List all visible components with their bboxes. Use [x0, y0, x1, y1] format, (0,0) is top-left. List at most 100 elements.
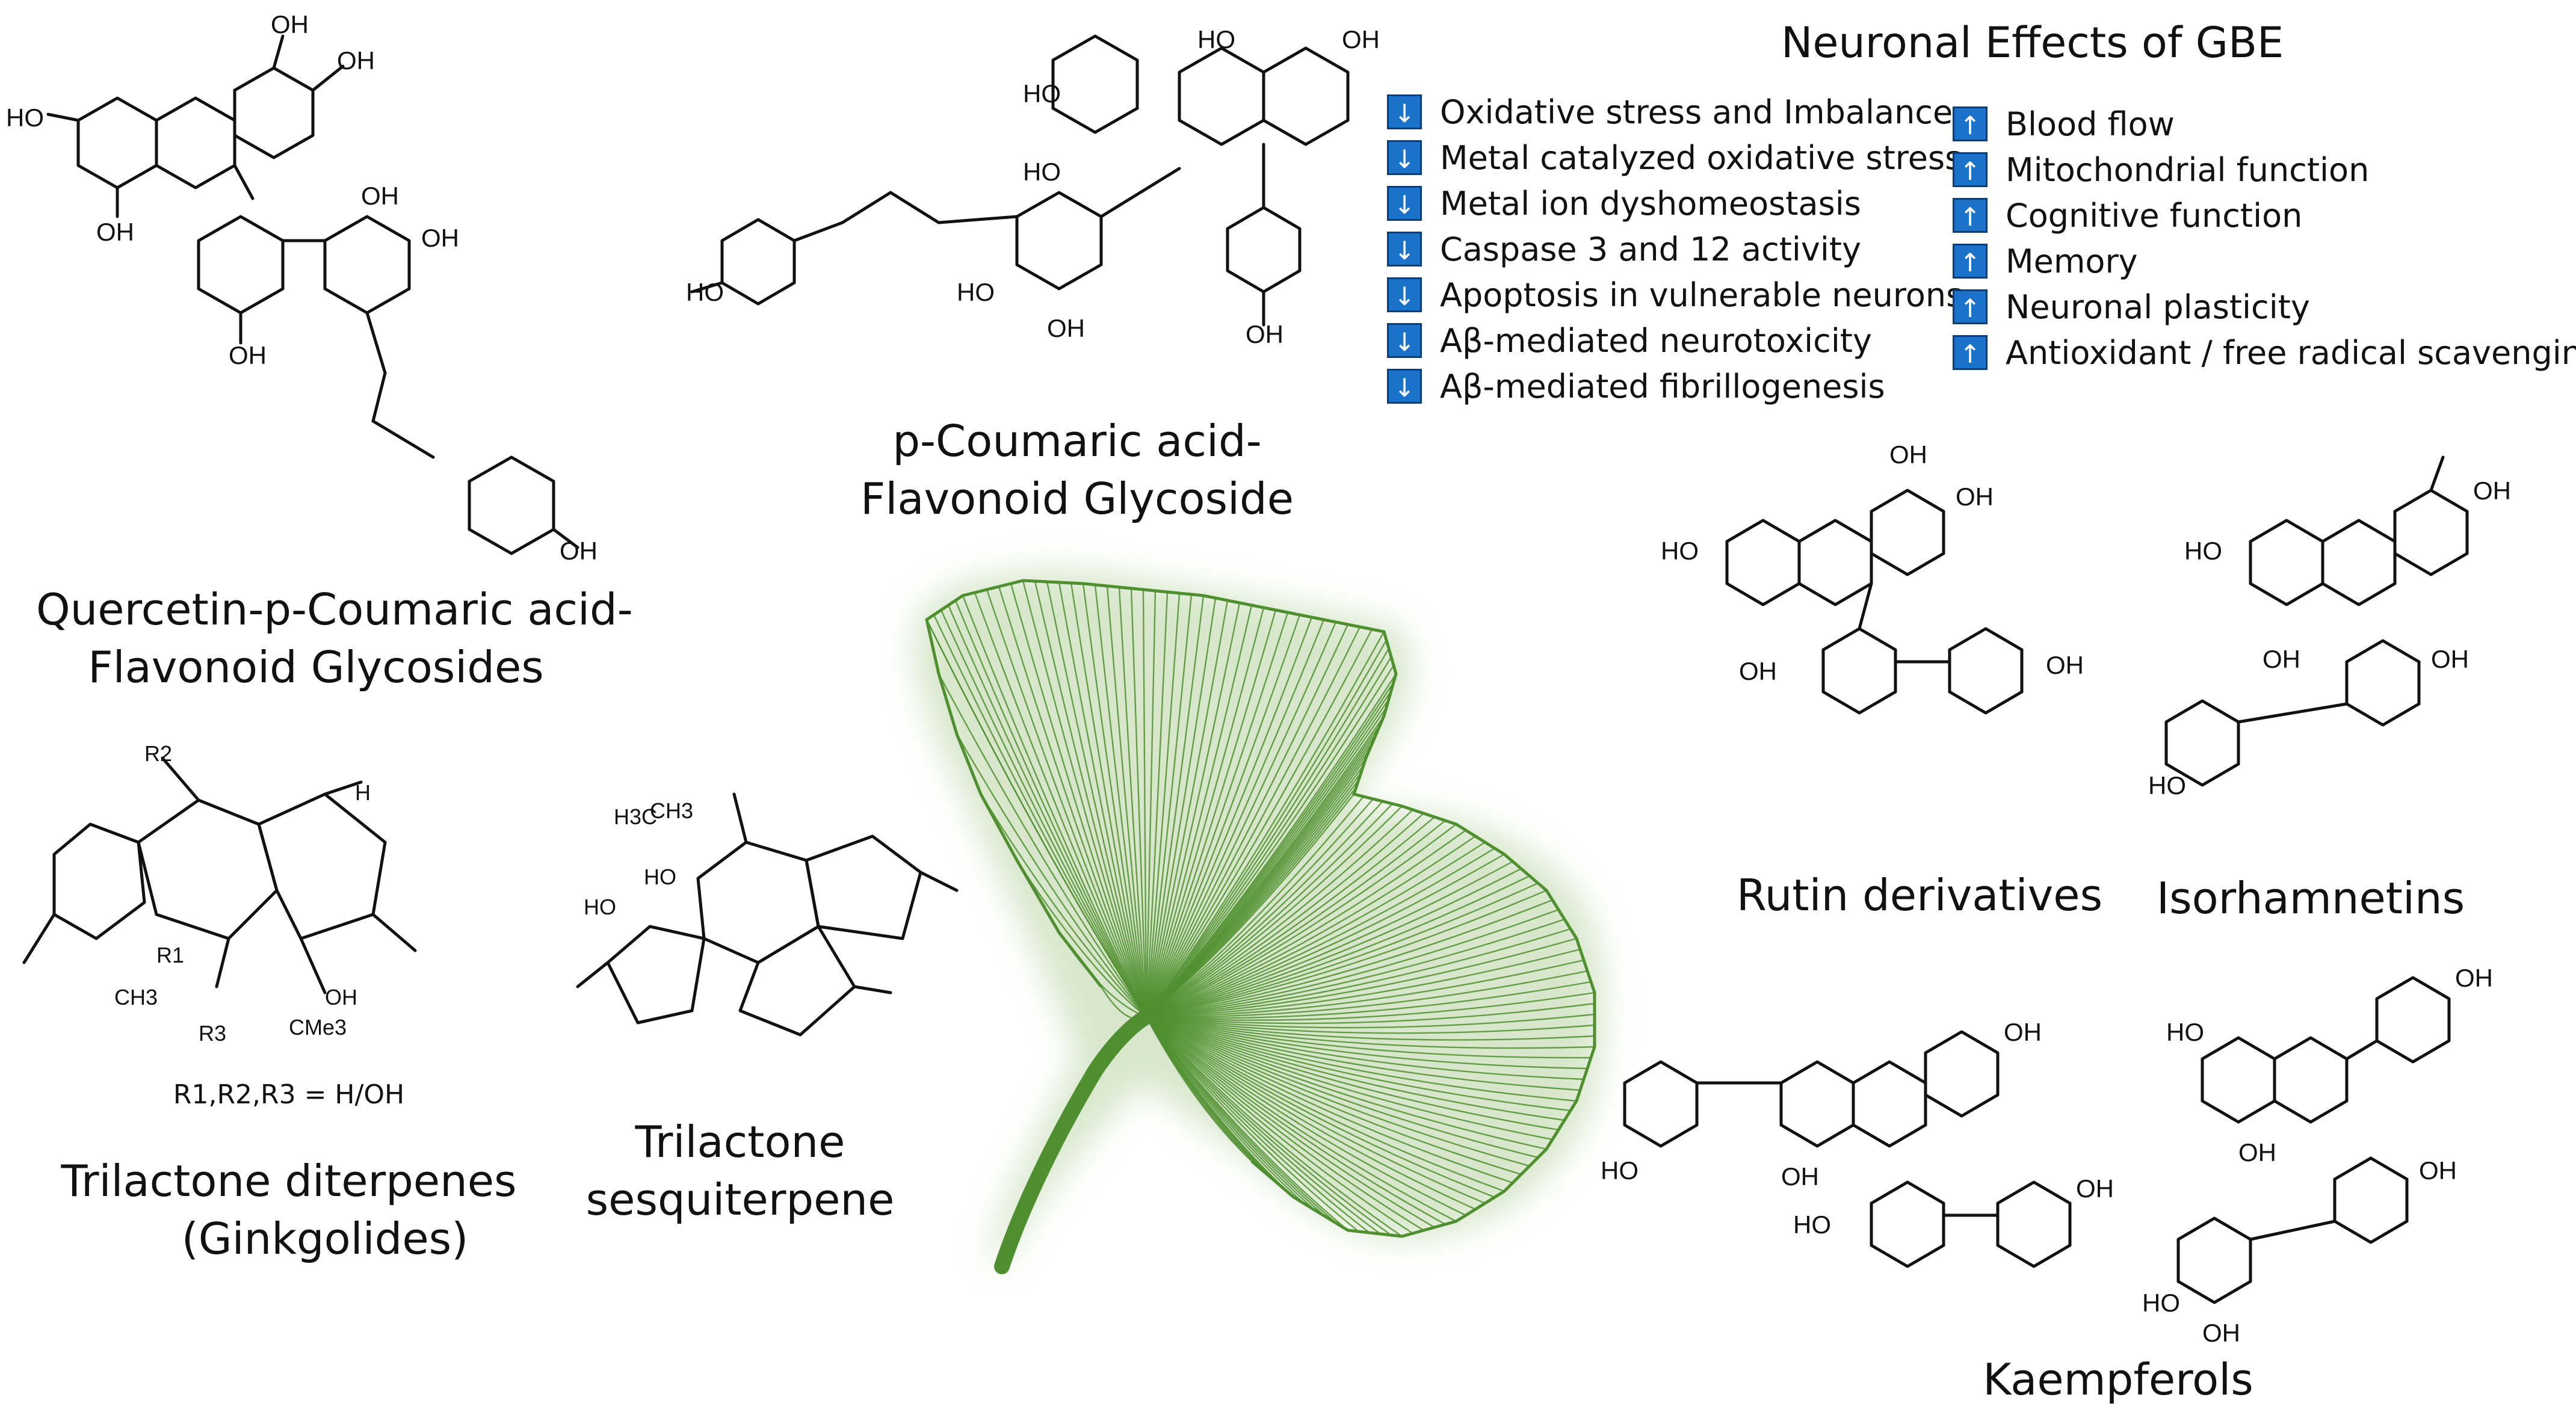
quercetin-structure: OH OH HO OH OH OH OH OH — [6, 10, 598, 565]
effect-item: ↓Apoptosis in vulnerable neurons — [1387, 272, 1963, 318]
atom-label: HO — [1601, 1156, 1639, 1185]
diagram-title: Neuronal Effects of GBE — [1781, 18, 2284, 67]
ginkgolide-caption: Trilactone diterpenes (Ginkgolides) — [60, 1152, 517, 1268]
leaf-vein — [1146, 899, 1553, 1018]
leaf-vein — [1146, 1016, 1403, 1237]
up-arrow-icon: ↑ — [1953, 198, 1988, 233]
ginkgolide-structure: R2 H R1 R3 CH3 CMe3 OH — [22, 741, 417, 1046]
leaf-vein — [1146, 801, 1383, 1017]
leaf-vein — [1146, 824, 1457, 1018]
atom-label: R2 — [144, 741, 172, 766]
leaf-vein — [1145, 617, 1313, 1017]
leaf-vein — [1146, 640, 1388, 1017]
leaf-vein — [1146, 1013, 1595, 1029]
leaf-vein — [1146, 816, 1435, 1018]
leaf-vein — [1146, 853, 1505, 1018]
down-arrow-icon: ↓ — [1387, 186, 1422, 221]
leaf-vein — [1145, 591, 1169, 1017]
effect-text: Oxidative stress and Imbalance — [1440, 93, 1953, 131]
leaf-vein — [1146, 937, 1577, 1018]
leaf-vein — [1146, 1016, 1553, 1141]
up-arrow-icon: ↑ — [1953, 106, 1988, 141]
atom-label: HO — [2184, 537, 2222, 565]
leaf-vein — [1118, 587, 1147, 1017]
down-arrow-icon: ↓ — [1387, 94, 1422, 129]
atom-label: OH — [361, 182, 399, 210]
atom-label: HO — [1793, 1210, 1831, 1239]
isorhamnetin-caption: Isorhamnetins — [2156, 873, 2465, 923]
leaf-vein — [1146, 1016, 1466, 1216]
effect-text: Metal catalyzed oxidative stress — [1440, 138, 1962, 177]
bilobalide-caption: Trilactone sesquiterpene — [578, 1113, 903, 1229]
leaf-vein — [1146, 1016, 1513, 1184]
effect-text: Apoptosis in vulnerable neurons — [1440, 276, 1963, 314]
quercetin-caption: Quercetin-p-Coumaric acid- Flavonoid Gly… — [36, 581, 633, 696]
atom-label: HO — [686, 278, 724, 306]
atom-label: OH — [2431, 645, 2469, 673]
effect-item: ↓Metal catalyzed oxidative stress — [1387, 135, 1963, 180]
ginkgolide-caption-line2: (Ginkgolides) — [181, 1213, 469, 1264]
leaf-vein — [1146, 918, 1565, 1018]
leaf-vein — [1145, 619, 1325, 1017]
atom-label: R1 — [156, 943, 184, 967]
atom-label: OH — [337, 46, 375, 75]
atom-label: OH — [2202, 1319, 2240, 1347]
atom-label: OH — [2076, 1174, 2114, 1203]
leaf-vein — [1146, 631, 1385, 1017]
kaempferol-structure-1: OH OH HO OH HO — [1601, 1018, 2114, 1268]
up-arrow-icon: ↑ — [1953, 289, 1988, 324]
leaf-edge — [925, 579, 1596, 1238]
kaempferol-caption: Kaempferols — [1983, 1354, 2253, 1405]
leaf-vein — [1070, 582, 1147, 1017]
leaf-vein — [1145, 593, 1181, 1017]
effect-text: Antioxidant / free radical scavenging — [2006, 333, 2576, 372]
leaf-vein — [1146, 1016, 1476, 1210]
leaf-vein — [1145, 590, 1157, 1017]
atom-label: OH — [2419, 1156, 2457, 1185]
leaf-vein — [1146, 1016, 1370, 1233]
leaf-vein — [1146, 970, 1588, 1018]
effect-item: ↓Aβ-mediated neurotoxicity — [1387, 318, 1963, 363]
leaf-vein — [1146, 1016, 1595, 1049]
leaf-vein — [1146, 1016, 1571, 1112]
leaf-vein — [1146, 1016, 1592, 1059]
up-arrow-icon: ↑ — [1953, 335, 1988, 370]
atom-label: OH — [2262, 645, 2300, 673]
leaf-vein — [1010, 583, 1147, 1017]
atom-label: OH — [271, 10, 309, 39]
leaf-vein — [1146, 1016, 1413, 1235]
leaf-vein — [1082, 583, 1147, 1017]
atom-label: OH — [1342, 25, 1380, 54]
effect-text: Memory — [2006, 242, 2138, 280]
leaf-vein — [1145, 609, 1277, 1017]
leaf-vein — [1146, 665, 1395, 1017]
coumaric-caption-line1: p-Coumaric acid- — [892, 416, 1262, 466]
atom-label: CH3 — [114, 985, 158, 1010]
atom-label: H3C — [614, 804, 657, 829]
atom-label: HO — [1197, 25, 1235, 54]
leaf-vein — [1146, 1016, 1559, 1131]
leaf-vein — [1142, 589, 1147, 1017]
leaf-vein — [1145, 605, 1253, 1017]
leaf-vein — [1046, 581, 1147, 1017]
effect-item: ↓Metal ion dyshomeostasis — [1387, 180, 1963, 226]
atom-label: OH — [1246, 320, 1283, 348]
leaf-vein — [1146, 1016, 1539, 1159]
atom-label: HO — [2148, 771, 2186, 800]
leaf-vein — [1146, 796, 1364, 1017]
leaf-vein — [1146, 1016, 1595, 1034]
leaf-vein — [1145, 624, 1349, 1017]
atom-label: H — [355, 780, 371, 805]
effect-item: ↑ Blood flow — [1953, 101, 2576, 147]
leaf-vein — [974, 592, 1147, 1017]
atom-label: OH — [2473, 476, 2511, 505]
leaf-vein — [1146, 1016, 1446, 1225]
leaf-vein — [956, 733, 1147, 1017]
leaf-stem — [994, 1009, 1154, 1274]
leaf-vein — [1145, 607, 1265, 1017]
leaf-vein — [1106, 585, 1147, 1017]
effect-text: Blood flow — [2006, 105, 2175, 143]
atom-label: HO — [1023, 79, 1061, 108]
down-arrow-icon: ↓ — [1387, 323, 1422, 358]
